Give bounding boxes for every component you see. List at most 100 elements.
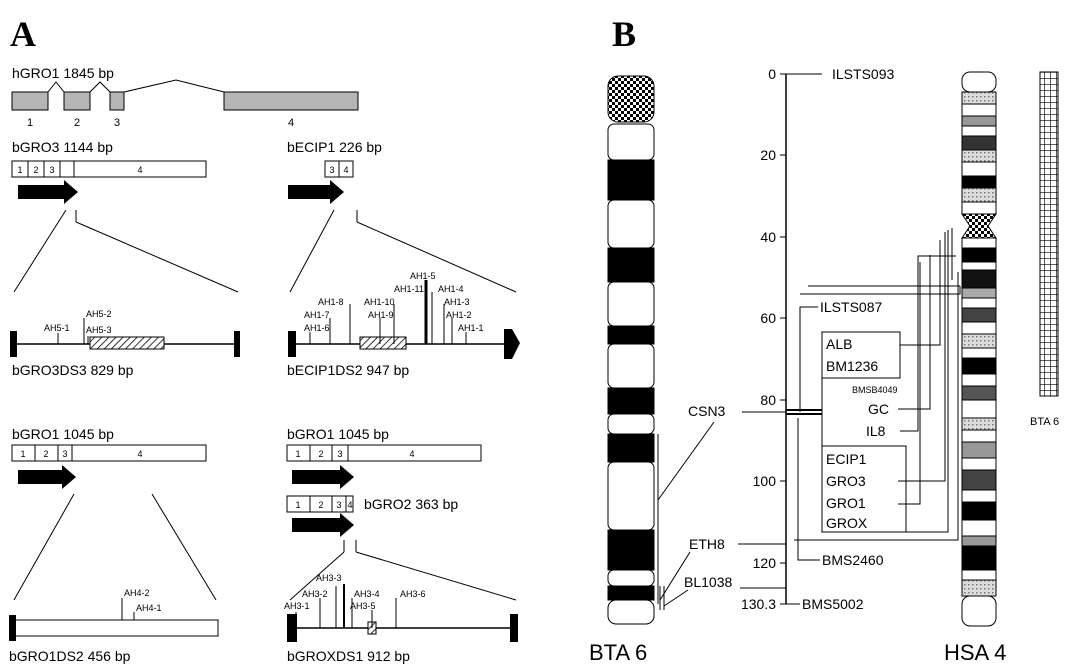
gene-gc: GC — [868, 401, 889, 417]
hgro1-exon-3 — [110, 92, 124, 110]
bgro1-left-arrow-icon — [18, 465, 76, 489]
scale-tick-130: 130.3 — [741, 596, 776, 612]
gene-gro3: GRO3 — [826, 473, 866, 489]
cm-scale: 0 20 40 60 80 100 120 130.3 — [741, 66, 822, 612]
marker-bms2460: BMS2460 — [822, 552, 884, 568]
bgro3-arrow-icon — [18, 180, 78, 204]
hgro1-intron-1 — [48, 82, 64, 92]
site-ah1-9: AH1-9 — [368, 310, 394, 320]
bgro1-right-exon-3-label: 3 — [337, 449, 342, 459]
site-ah4-1: AH4-1 — [136, 603, 162, 613]
site-ah3-6: AH3-6 — [400, 589, 426, 599]
gene-bm1236: BM1236 — [826, 358, 878, 374]
bgro2-exon-4-label: 4 — [347, 500, 352, 510]
gene-gro1: GRO1 — [826, 495, 866, 511]
bgro1-left-exon-4-label: 4 — [137, 449, 142, 459]
bgro3-cdna: bGRO3 1144 bp 1 2 3 4 — [12, 139, 238, 292]
marker-bmsb4049: BMSB4049 — [852, 385, 898, 395]
bgro2-cdna: 1 2 3 4 bGRO2 363 bp — [287, 496, 516, 600]
becip1-arrow-icon — [288, 180, 344, 204]
bta6-small-ideogram: BTA 6 — [1030, 72, 1059, 428]
scale-tick-0: 0 — [768, 66, 776, 82]
marker-bl1038: BL1038 — [684, 574, 732, 590]
bgro1-right-exon-2-label: 2 — [318, 449, 323, 459]
site-ah1-11: AH1-11 — [394, 284, 424, 294]
hgro1-intron-3 — [124, 80, 224, 92]
site-ah5-1: AH5-1 — [44, 323, 70, 333]
bgro2-exon-2-label: 2 — [318, 500, 323, 510]
bgro3-exon-1-label: 1 — [17, 165, 22, 175]
bta6-ideogram: BTA 6 — [589, 76, 664, 664]
marker-bms5002: BMS5002 — [802, 596, 864, 612]
bgro3ds3-title: bGRO3DS3 829 bp — [12, 362, 134, 378]
hgro1-gene: hGRO1 1845 bp 1 2 3 4 — [12, 65, 358, 129]
hsa4-ideogram: HSA 4 — [944, 72, 1006, 664]
bgro3ds3-fragment: AH5-1 AH5-2 AH5-3 bGRO3DS3 829 bp — [10, 309, 240, 378]
scale-tick-40: 40 — [760, 229, 776, 245]
hgro1-exon-1 — [12, 92, 48, 110]
site-ah1-2: AH1-2 — [446, 310, 472, 320]
marker-ilsts087: ILSTS087 — [820, 299, 882, 315]
bgro1ds2-fragment: AH4-2 AH4-1 bGRO1DS2 456 bp — [9, 588, 218, 664]
hsa4-centromere — [962, 214, 996, 238]
site-ah1-7: AH1-7 — [304, 310, 330, 320]
becip1-cdna: bECIP1 226 bp 3 4 — [287, 139, 516, 292]
scale-tick-100: 100 — [753, 473, 777, 489]
hgro1-exon-3-label: 3 — [114, 117, 120, 129]
site-ah3-4: AH3-4 — [354, 589, 380, 599]
site-ah3-5: AH3-5 — [350, 601, 376, 611]
site-ah4-2: AH4-2 — [124, 588, 150, 598]
site-ah1-10: AH1-10 — [364, 297, 395, 307]
bgroxds1-fragment: AH3-1 AH3-2 AH3-3 AH3-4 AH3-5 AH3-6 bGRO… — [284, 573, 518, 664]
bgro3-zoom-line-right — [76, 222, 238, 292]
marker-csn3: CSN3 — [688, 403, 726, 419]
hgro1-intron-2 — [90, 82, 110, 92]
bgro2-arrow-icon — [292, 513, 354, 537]
bgro3-exon-3-label: 3 — [49, 165, 54, 175]
becip1ds2-title: bECIP1DS2 947 bp — [287, 362, 409, 378]
gene-alb: ALB — [826, 336, 852, 352]
hgro1-exon-1-label: 1 — [27, 117, 33, 129]
panel-label-a: A — [10, 14, 36, 54]
bgro2-exon-1-label: 1 — [295, 500, 300, 510]
becip1-exon-4-label: 4 — [343, 165, 348, 175]
bgro2-exon-3-label: 3 — [336, 500, 341, 510]
site-ah1-6: AH1-6 — [304, 323, 330, 333]
bgro1-cdna-left: bGRO1 1045 bp 1 2 3 4 — [12, 426, 216, 600]
site-ah5-2: AH5-2 — [86, 309, 112, 319]
marker-ilsts093: ILSTS093 — [832, 66, 894, 82]
scale-tick-60: 60 — [760, 310, 776, 326]
gene-box-alb-bm1236: ALB BM1236 — [822, 332, 900, 378]
marker-eth8: ETH8 — [689, 536, 725, 552]
bgro3-exon-2-label: 2 — [33, 165, 38, 175]
hsa4-label: HSA 4 — [944, 640, 1006, 664]
becip1-exon-3-label: 3 — [329, 165, 334, 175]
gene-ecip1: ECIP1 — [826, 451, 867, 467]
bta6-label: BTA 6 — [589, 640, 647, 664]
bta6-small-label: BTA 6 — [1030, 416, 1059, 428]
bgroxds1-title: bGROXDS1 912 bp — [287, 648, 410, 664]
hgro1-exon-2 — [64, 92, 90, 110]
bgro1-left-title: bGRO1 1045 bp — [12, 426, 114, 442]
bgro1-cdna-right: bGRO1 1045 bp 1 2 3 4 — [287, 426, 481, 489]
site-ah1-1: AH1-1 — [458, 323, 484, 333]
panel-label-b: B — [612, 14, 636, 54]
site-ah1-4: AH1-4 — [438, 284, 464, 294]
bgro3-zoom-line-left — [14, 210, 66, 292]
bgro1-right-exon-4-label: 4 — [409, 449, 414, 459]
site-ah3-3: AH3-3 — [316, 573, 342, 583]
site-ah1-8: AH1-8 — [318, 297, 344, 307]
bgro1-right-exon-1-label: 1 — [295, 449, 300, 459]
scale-tick-80: 80 — [760, 392, 776, 408]
site-ah1-5: AH1-5 — [410, 271, 436, 281]
hgro1-exon-4-label: 4 — [288, 117, 294, 129]
gene-box-ecip1-grox: ECIP1 GRO3 GRO1 GROX — [822, 446, 906, 532]
gene-il8: IL8 — [866, 423, 886, 439]
bgro1-right-arrow-icon — [292, 465, 354, 489]
becip1ds2-fragment: AH1-6 AH1-7 AH1-8 AH1-9 AH1-10 AH1-11 AH… — [287, 271, 520, 378]
bta6-centromere — [608, 76, 654, 122]
hgro1-exon-2-label: 2 — [74, 117, 80, 129]
scale-tick-20: 20 — [760, 147, 776, 163]
bgro3-title: bGRO3 1144 bp — [12, 139, 113, 155]
